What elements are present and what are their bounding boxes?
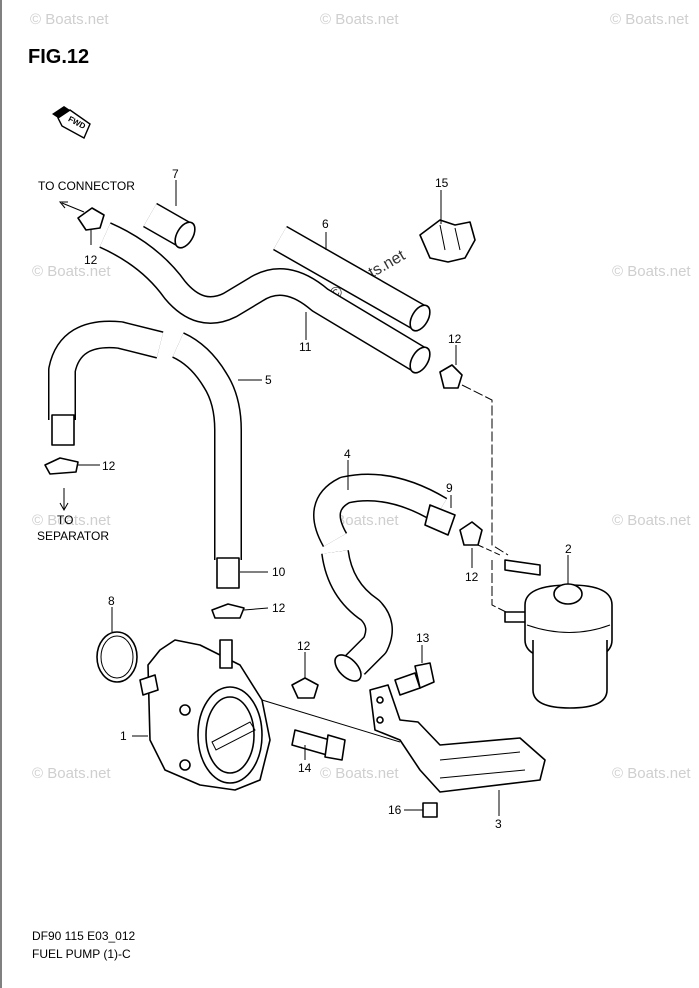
watermark-text: © Boats.net	[32, 263, 111, 280]
callout-12: 12	[272, 601, 286, 615]
callout-3: 3	[495, 817, 502, 831]
part-8-o-ring	[96, 631, 138, 683]
part-16-nut	[422, 802, 438, 818]
note-to-connector: TO CONNECTOR	[38, 179, 135, 193]
callout-9: 9	[446, 481, 453, 495]
callout-15: 15	[435, 176, 449, 190]
part-2-fuel-filter	[504, 559, 613, 709]
clamp-icon	[44, 457, 79, 475]
callout-12: 12	[448, 332, 462, 346]
callout-10: 10	[272, 565, 286, 579]
note-to: TO	[57, 513, 73, 527]
connection-line	[491, 560, 507, 613]
part-13-bolt	[394, 662, 435, 696]
part-6-hose	[273, 225, 431, 332]
connection-line	[461, 384, 509, 556]
callout-14: 14	[298, 761, 312, 775]
callout-8: 8	[108, 594, 115, 608]
part-11-hose	[99, 222, 431, 374]
clamp-icon	[291, 677, 319, 699]
part-7-sleeve	[143, 202, 196, 249]
clamp-icon	[459, 521, 483, 546]
watermark-text: © Boats.net	[30, 11, 109, 28]
callout-5: 5	[265, 373, 272, 387]
clamp-icon	[77, 207, 105, 231]
callout-12: 12	[297, 639, 311, 653]
arrow-icon	[58, 201, 85, 213]
arrow-down-icon	[59, 488, 69, 512]
note-separator: SEPARATOR	[37, 529, 109, 543]
callout-16: 16	[388, 803, 402, 817]
clamp-icon	[439, 364, 463, 389]
callout-12: 12	[84, 253, 98, 267]
callout-2: 2	[565, 542, 572, 556]
forward-arrow-icon: FWD	[52, 106, 91, 139]
part-9-nipple	[424, 504, 456, 536]
callout-11: 11	[299, 340, 312, 354]
watermark-text: © Boats.net	[32, 512, 111, 529]
watermark-text: © Boats.net	[320, 765, 399, 782]
watermark-text: © Boats.net	[320, 11, 399, 28]
callout-4: 4	[344, 447, 351, 461]
watermark-text: © Boats.net	[32, 765, 111, 782]
callout-12: 12	[465, 570, 479, 584]
callout-12: 12	[102, 459, 116, 473]
part-5-hose	[48, 320, 242, 589]
leader-lines	[78, 180, 569, 816]
part-14-bolt	[291, 729, 346, 761]
figure-code: DF90 115 E03_012	[32, 929, 136, 943]
figure-title: FIG.12	[28, 46, 89, 68]
part-1-fuel-pump	[139, 639, 271, 791]
part-4-hose	[313, 473, 448, 682]
part-15-clip	[419, 219, 476, 263]
connection-line	[261, 699, 401, 743]
watermark-text: © Boats.net	[612, 765, 691, 782]
watermark-text: © Boats.net	[610, 11, 689, 28]
figure-name: FUEL PUMP (1)-C	[32, 947, 131, 961]
callout-7: 7	[172, 167, 179, 181]
watermark-text: © Boats.net	[612, 263, 691, 280]
watermark-text: © Boats.net	[612, 512, 691, 529]
callout-6: 6	[322, 217, 329, 231]
callout-1: 1	[120, 729, 127, 743]
callout-13: 13	[416, 631, 430, 645]
connection-line	[477, 544, 501, 556]
part-3-bracket	[369, 684, 546, 793]
clamp-icon	[211, 603, 245, 619]
